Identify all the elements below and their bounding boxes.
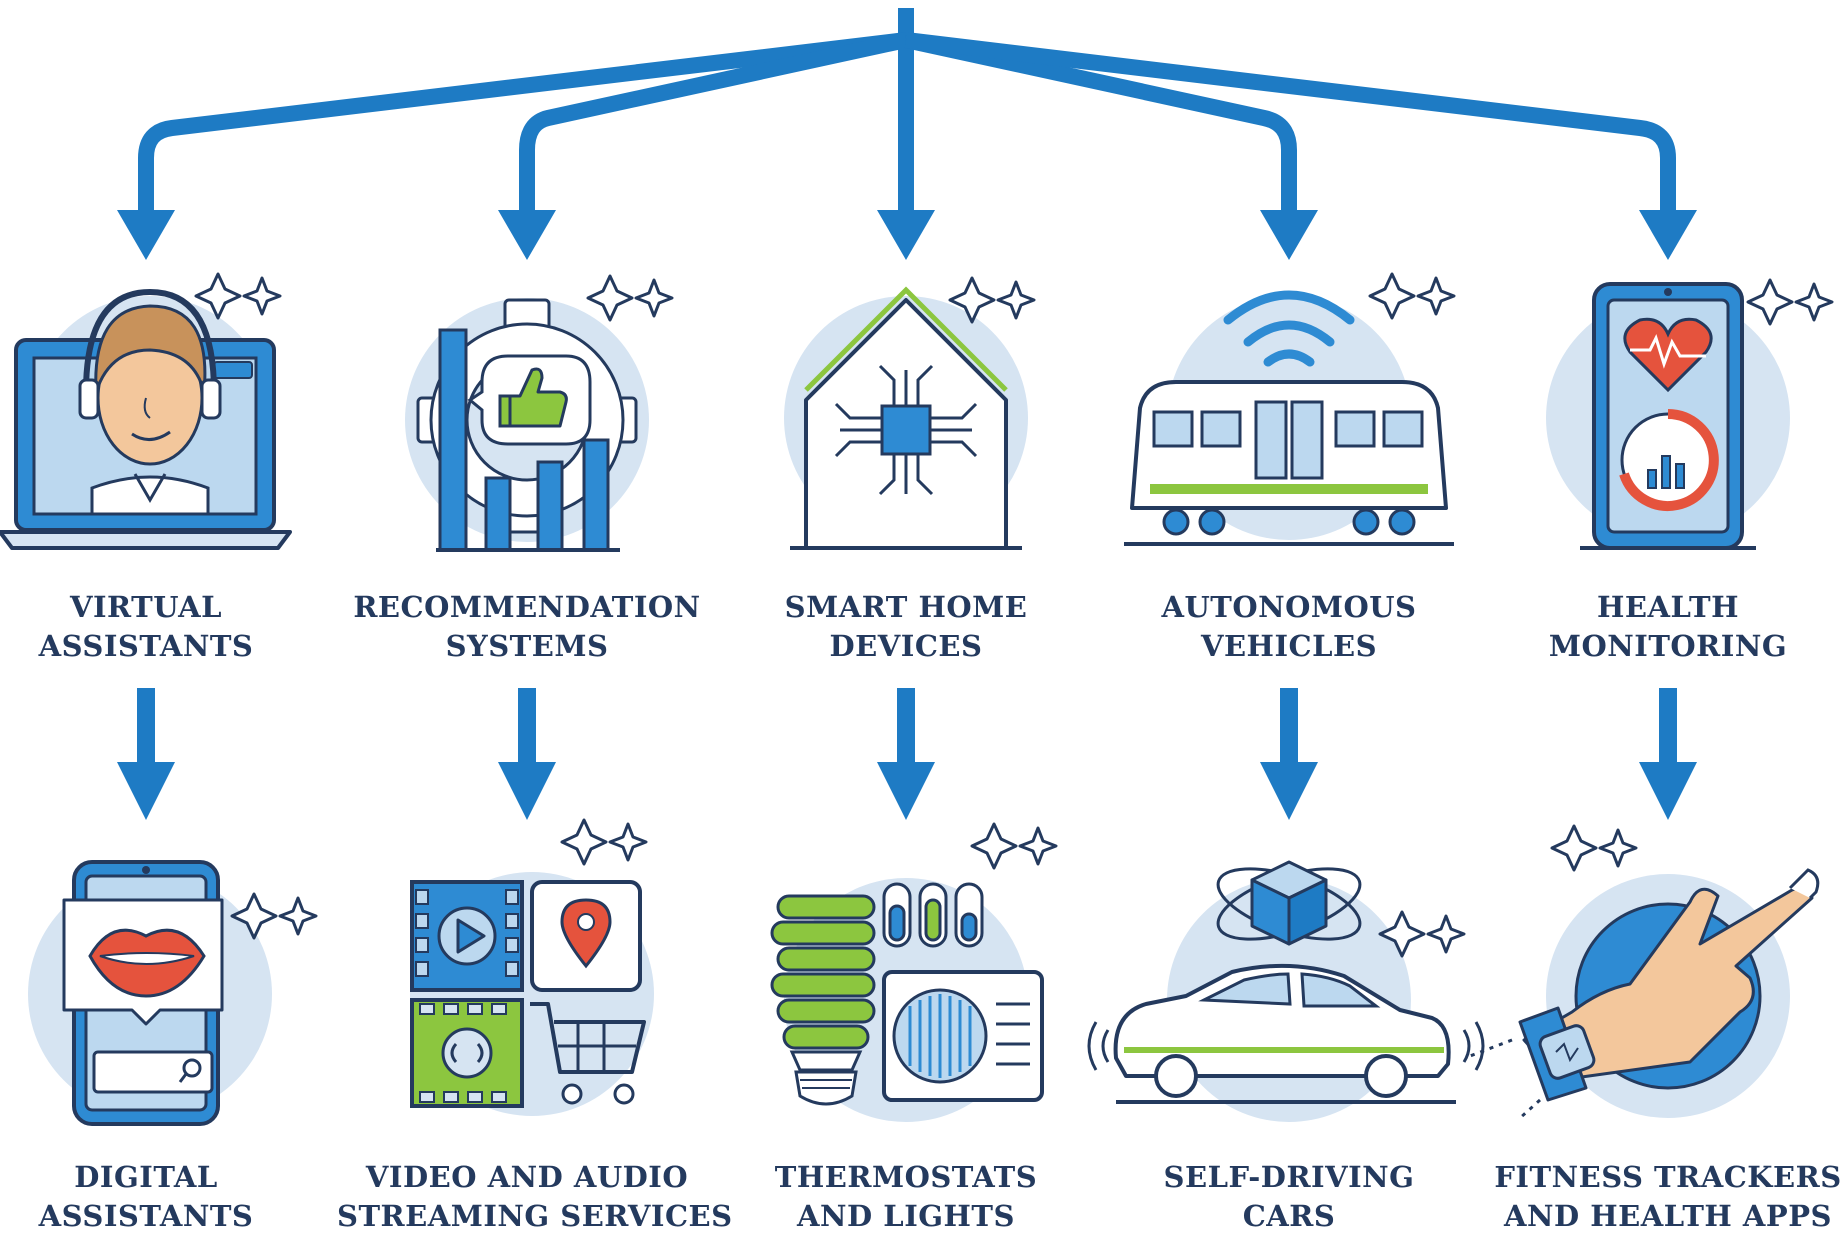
- wifi-train-icon: [1124, 272, 1456, 546]
- branch-recommendation-systems: [519, 32, 908, 218]
- branch-virtual-assistants: [138, 32, 907, 218]
- hand-smartwatch-icon: [1469, 824, 1820, 1120]
- branch-autonomous-vehicles: [904, 32, 1297, 218]
- label-line-1: RECOMMENDATION: [353, 590, 701, 624]
- label-line-2: SYSTEMS: [445, 629, 609, 663]
- gear-thumbs-up-icon: [405, 274, 674, 552]
- label-line-2: ASSISTANTS: [38, 629, 254, 663]
- label-line-2: STREAMING SERVICES: [337, 1199, 733, 1233]
- label-digital-assistants: DIGITAL ASSISTANTS: [0, 1158, 336, 1236]
- arrowhead-health-monitoring: [1639, 210, 1697, 260]
- label-line-2: CARS: [1242, 1199, 1336, 1233]
- label-autonomous-vehicles: AUTONOMOUS VEHICLES: [1099, 588, 1479, 666]
- label-line-2: ASSISTANTS: [38, 1199, 254, 1233]
- label-thermostats-and-lights: THERMOSTATS AND LIGHTS: [716, 1158, 1096, 1236]
- down-arrow-1: [117, 688, 175, 820]
- label-line-1: VIRTUAL: [69, 590, 223, 624]
- label-line-1: SELF-DRIVING: [1163, 1160, 1415, 1194]
- connector-tree: [138, 8, 1676, 218]
- down-arrow-4: [1260, 688, 1318, 820]
- label-line-2: AND LIGHTS: [797, 1199, 1015, 1233]
- phone-lips-icon: [28, 860, 318, 1126]
- label-virtual-assistants: VIRTUAL ASSISTANTS: [0, 588, 336, 666]
- arrowhead-recommendation-systems: [498, 210, 556, 260]
- label-line-2: DEVICES: [829, 629, 983, 663]
- car-cube-icon: [1087, 860, 1485, 1122]
- media-tiles-icon: [410, 818, 654, 1116]
- headset-laptop-icon: [0, 272, 292, 550]
- label-line-1: DIGITAL: [74, 1160, 218, 1194]
- label-line-1: THERMOSTATS: [774, 1160, 1038, 1194]
- label-health-monitoring: HEALTH MONITORING: [1478, 588, 1847, 666]
- label-self-driving-cars: SELF-DRIVING CARS: [1099, 1158, 1479, 1236]
- label-recommendation-systems: RECOMMENDATION SYSTEMS: [337, 588, 717, 666]
- label-line-1: VIDEO AND AUDIO: [365, 1160, 689, 1194]
- bulb-thermostat-icon: [770, 822, 1058, 1122]
- phone-heart-icon: [1546, 278, 1834, 550]
- label-line-1: SMART HOME: [784, 590, 1028, 624]
- top-arrowheads: [117, 210, 1697, 260]
- arrowhead-smart-home-devices: [877, 210, 935, 260]
- label-line-1: HEALTH: [1596, 590, 1739, 624]
- down-arrow-2: [498, 688, 556, 820]
- label-fitness-trackers: FITNESS TRACKERS AND HEALTH APPS: [1478, 1158, 1847, 1236]
- down-arrows: [117, 688, 1697, 820]
- label-streaming-services: VIDEO AND AUDIO STREAMING SERVICES: [337, 1158, 733, 1236]
- label-line-1: AUTONOMOUS: [1161, 590, 1417, 624]
- down-arrow-3: [877, 688, 935, 820]
- down-arrow-5: [1639, 688, 1697, 820]
- label-line-2: AND HEALTH APPS: [1504, 1199, 1832, 1233]
- arrowhead-virtual-assistants: [117, 210, 175, 260]
- house-chip-icon: [784, 276, 1036, 550]
- label-line-2: VEHICLES: [1200, 629, 1378, 663]
- arrowhead-autonomous-vehicles: [1260, 210, 1318, 260]
- label-line-1: FITNESS TRACKERS: [1494, 1160, 1842, 1194]
- branch-health-monitoring: [905, 32, 1676, 218]
- label-line-2: MONITORING: [1548, 629, 1788, 663]
- label-smart-home-devices: SMART HOME DEVICES: [716, 588, 1096, 666]
